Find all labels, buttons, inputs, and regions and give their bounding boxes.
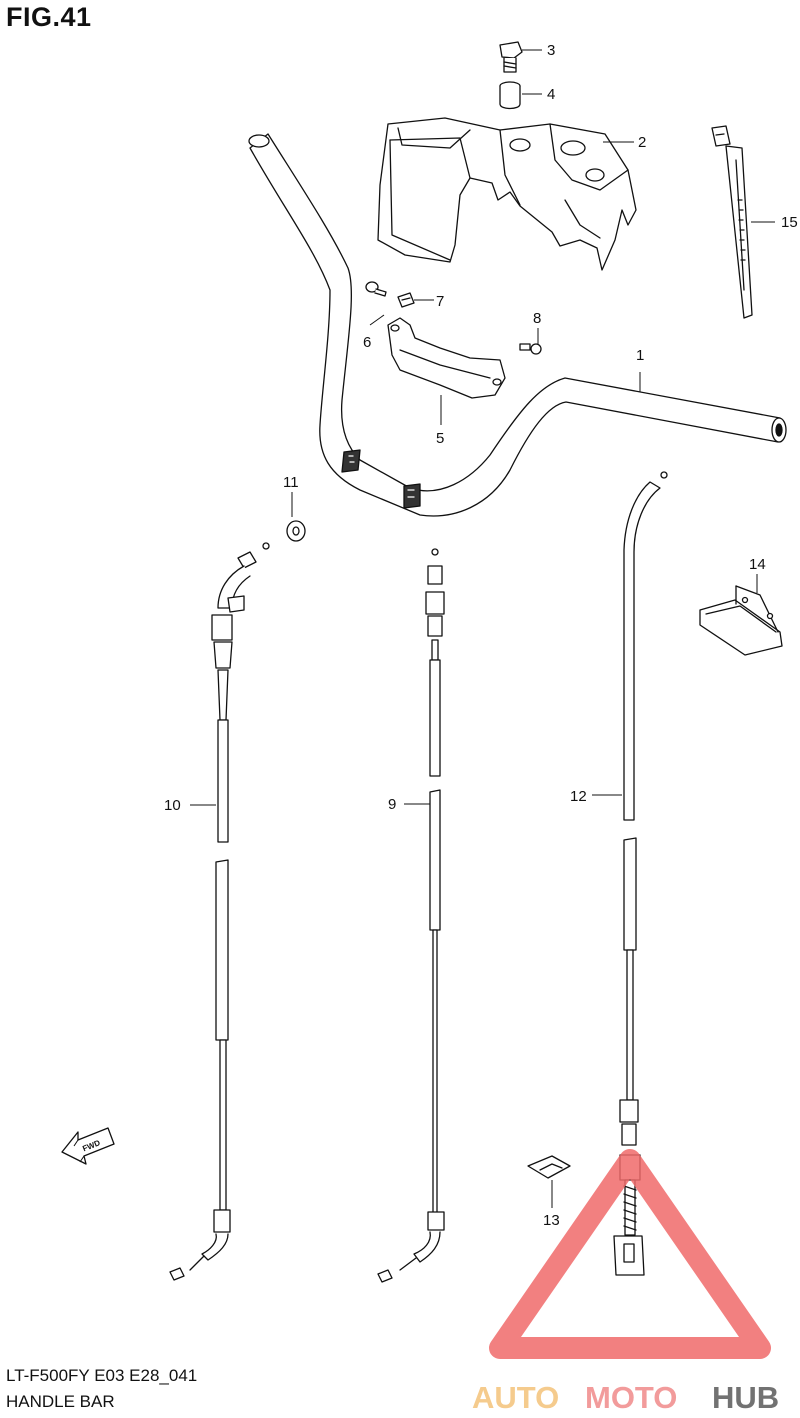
callout-11: 11 [283,474,299,491]
nut-clip-part-7[interactable] [397,292,415,308]
figure-title: FIG.41 [6,2,92,32]
brake-cable-part-12[interactable] [613,471,668,1276]
model-code: LT-F500FY E03 E28_041 [6,1366,198,1385]
spacer-part-4[interactable] [499,81,521,110]
callout-14: 14 [749,556,766,573]
callout-2: 2 [638,134,646,151]
plate-part-14[interactable] [699,585,783,656]
callout-13: 13 [543,1212,560,1229]
cable-part-9[interactable] [377,548,445,1283]
screw-part-6[interactable] [365,281,387,297]
watermark-auto: AUTO [472,1380,559,1415]
callout-4: 4 [547,86,555,103]
section-name: HANDLE BAR [6,1392,115,1411]
bracket-part-5[interactable] [387,317,506,399]
tie-strap-part-15[interactable] [711,125,753,319]
callout-7: 7 [436,293,444,310]
callout-1: 1 [636,347,644,364]
callout-12: 12 [570,788,587,805]
washer-part-11[interactable] [286,520,306,542]
callout-3: 3 [547,42,555,59]
callout-8: 8 [533,310,541,327]
bolt-part-3[interactable] [499,41,523,73]
clip-part-13[interactable] [527,1155,571,1179]
watermark-hub: HUB [712,1380,779,1415]
screw-part-8[interactable] [519,343,542,355]
forward-direction-arrow-icon: FWD [61,1127,115,1165]
callout-15: 15 [781,214,798,231]
callout-9: 9 [388,796,396,813]
throttle-cable-part-10[interactable] [169,542,270,1281]
automotohub-watermark-logo: AUTO MOTO HUB [472,1149,779,1415]
handlebar-cover-part[interactable] [377,117,637,271]
callout-6: 6 [363,334,371,351]
callout-10: 10 [164,797,181,814]
callout-5: 5 [436,430,444,447]
handlebar-part[interactable] [248,133,787,517]
watermark-moto: MOTO [585,1380,677,1415]
